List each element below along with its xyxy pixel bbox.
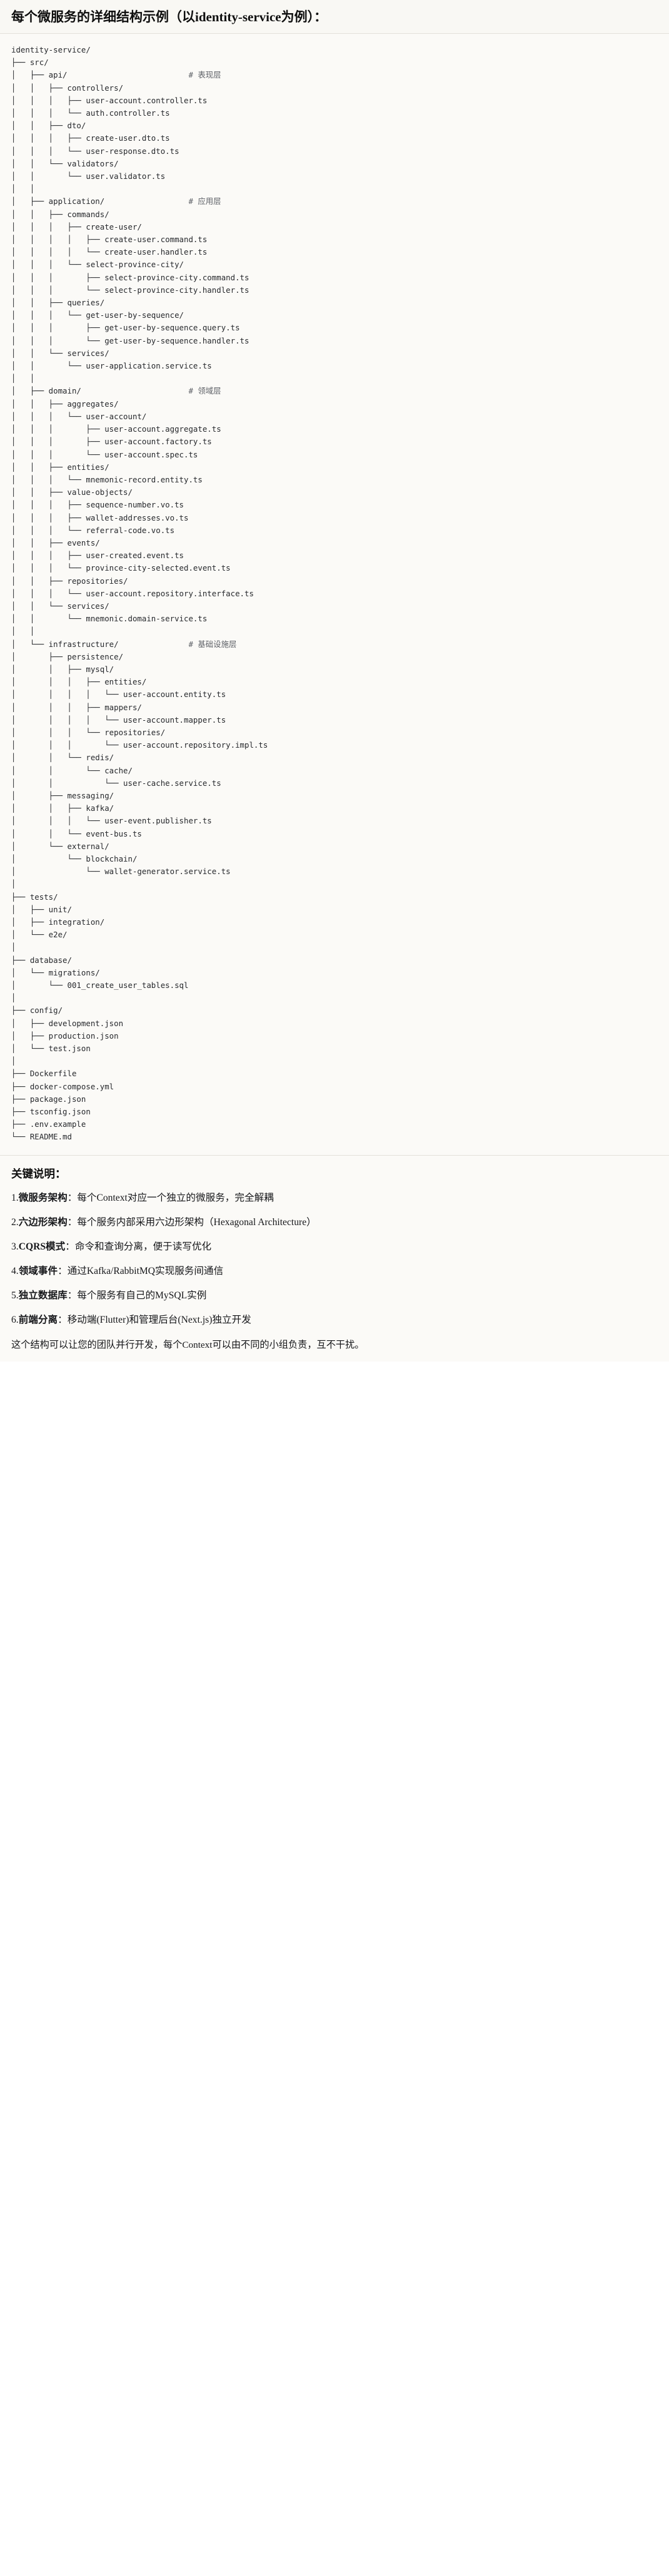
item-term: 独立数据库 [18,1290,68,1301]
item-separator: ： [67,1290,78,1301]
closing-paragraph: 这个结构可以让您的团队并行开发，每个Context可以由不同的小组负责，互不干扰… [11,1339,365,1350]
item-term: 领域事件 [18,1265,58,1276]
item-number: 5. [11,1290,19,1301]
item-separator: ： [65,1241,75,1252]
item-number: 4. [11,1265,19,1276]
item-separator: ： [58,1314,68,1325]
list-item: 2.六边形架构：每个服务内部采用六边形架构（Hexagonal Architec… [11,1216,658,1229]
item-description: 每个Context对应一个独立的微服务，完全解耦 [77,1192,274,1203]
key-points-list: 1.微服务架构：每个Context对应一个独立的微服务，完全解耦 2.六边形架构… [11,1192,658,1326]
directory-tree-block: identity-service/ ├── src/ │ ├── api/ # … [0,34,669,1155]
item-description: 每个服务有自己的MySQL实例 [77,1290,207,1301]
item-number: 6. [11,1314,19,1325]
item-separator: ： [67,1192,78,1203]
item-term: CQRS模式 [18,1241,66,1252]
tree-layer-comment: # 基础设施层 [188,639,237,649]
key-points-heading: 关键说明： [11,1167,66,1180]
directory-tree-text: identity-service/ ├── src/ │ ├── api/ # … [11,45,268,1142]
item-number: 1. [11,1192,19,1203]
list-item: 1.微服务架构：每个Context对应一个独立的微服务，完全解耦 [11,1192,658,1204]
key-points-section: 关键说明： 1.微服务架构：每个Context对应一个独立的微服务，完全解耦 2… [0,1154,669,1362]
item-description: 命令和查询分离，便于读写优化 [74,1241,212,1252]
tree-layer-comment: # 表现层 [188,70,221,80]
tree-layer-comment: # 应用层 [188,196,221,206]
list-item: 5.独立数据库：每个服务有自己的MySQL实例 [11,1290,658,1302]
page-root: 每个微服务的详细结构示例（以identity-service为例）： ident… [0,0,669,1362]
item-term: 前端分离 [18,1314,58,1325]
item-number: 3. [11,1241,19,1252]
item-separator: ： [58,1265,68,1276]
item-description: 每个服务内部采用六边形架构（Hexagonal Architecture） [77,1216,316,1228]
item-number: 2. [11,1216,19,1228]
item-description: 通过Kafka/RabbitMQ实现服务间通信 [67,1265,224,1276]
item-term: 六边形架构 [18,1216,68,1228]
item-separator: ： [67,1216,78,1228]
list-item: 4.领域事件：通过Kafka/RabbitMQ实现服务间通信 [11,1265,658,1278]
list-item: 3.CQRS模式：命令和查询分离，便于读写优化 [11,1241,658,1253]
page-title: 每个微服务的详细结构示例（以identity-service为例）： [11,9,328,24]
item-description: 移动端(Flutter)和管理后台(Next.js)独立开发 [67,1314,251,1325]
tree-layer-comment: # 领域层 [188,386,221,396]
directory-tree: identity-service/ ├── src/ │ ├── api/ # … [11,44,658,1144]
document-header: 每个微服务的详细结构示例（以identity-service为例）： [0,0,669,34]
item-term: 微服务架构 [18,1192,68,1203]
list-item: 6.前端分离：移动端(Flutter)和管理后台(Next.js)独立开发 [11,1314,658,1326]
